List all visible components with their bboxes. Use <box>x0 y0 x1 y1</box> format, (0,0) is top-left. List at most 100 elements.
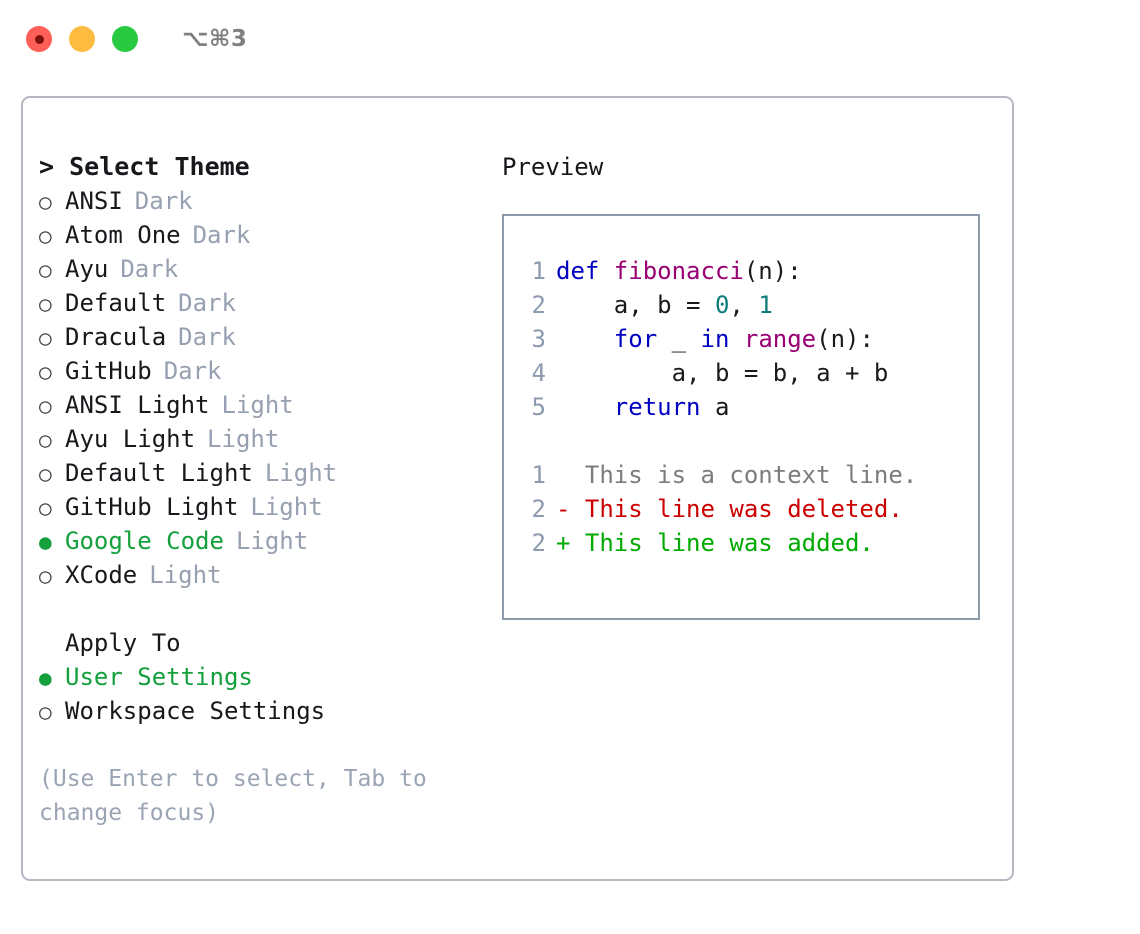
theme-variant-badge: Dark <box>178 289 236 317</box>
preview-title: Preview <box>502 153 604 181</box>
close-button[interactable] <box>26 26 52 52</box>
theme-row[interactable]: ○ Ayu Light Light <box>39 422 469 456</box>
code-token-kw: return <box>613 393 701 421</box>
radio-unselected-icon[interactable]: ○ <box>39 326 52 350</box>
radio-unselected-icon[interactable]: ○ <box>39 394 52 418</box>
diff-text-add: + This line was added. <box>556 529 874 557</box>
diff-text-del: - This line was deleted. <box>556 495 903 523</box>
radio-unselected-icon[interactable]: ○ <box>39 292 52 316</box>
theme-variant-badge: Dark <box>120 255 179 283</box>
close-dot-icon <box>34 34 44 44</box>
theme-name-label: Default <box>65 289 167 317</box>
radio-unselected-icon[interactable]: ○ <box>39 564 52 588</box>
theme-variant-badge: Light <box>250 493 323 521</box>
theme-variant-badge: Light <box>149 561 222 589</box>
radio-unselected-icon[interactable]: ○ <box>39 428 52 452</box>
theme-row[interactable]: ○ ANSI Dark <box>39 184 469 218</box>
code-token-num: 0 <box>714 291 730 319</box>
radio-unselected-icon[interactable]: ○ <box>39 224 52 248</box>
theme-name-label: ANSI <box>65 187 123 215</box>
theme-row[interactable]: ○ Dracula Dark <box>39 320 469 354</box>
apply-to-label: Workspace Settings <box>65 697 326 725</box>
apply-to-list[interactable]: ●User Settings ○ Workspace Settings <box>39 660 469 728</box>
diff-text-ctx: This is a context line. <box>556 461 918 489</box>
theme-row[interactable]: ○ Atom One Dark <box>39 218 469 252</box>
theme-row[interactable]: ○ ANSI Light Light <box>39 388 469 422</box>
theme-variant-badge: Light <box>235 527 309 555</box>
theme-name-label: Ayu Light <box>65 425 196 453</box>
code-text: a, b = 0, 1 <box>556 288 773 322</box>
zoom-button[interactable] <box>112 26 138 52</box>
radio-unselected-icon[interactable]: ○ <box>39 360 52 384</box>
line-number: 3 <box>531 325 546 353</box>
line-number: 4 <box>531 359 546 387</box>
code-token-num: 1 <box>758 291 773 319</box>
radio-unselected-icon[interactable]: ○ <box>39 496 52 520</box>
theme-name-label: ANSI Light <box>65 391 210 419</box>
code-token-pl: a, b = <box>556 291 715 319</box>
diff-line: 2 - This line was deleted. <box>504 492 978 526</box>
diff-sample: 1 This is a context line. 2 - This line wa… <box>504 458 978 560</box>
theme-name-label: Google Code <box>65 527 224 555</box>
title-bar: ⌥⌘3 <box>0 0 1140 78</box>
radio-unselected-icon[interactable]: ○ <box>39 190 52 214</box>
code-text: def fibonacci(n): <box>556 254 802 288</box>
diff-line: 2 + This line was added. <box>504 526 978 560</box>
theme-variant-badge: Dark <box>178 323 236 351</box>
apply-to-row[interactable]: ○ Workspace Settings <box>39 694 469 728</box>
line-number: 2 <box>531 495 546 523</box>
code-token-kw: in <box>700 325 730 353</box>
theme-name-label: Default Light <box>65 459 253 487</box>
theme-variant-badge: Dark <box>134 187 193 215</box>
theme-variant-badge: Light <box>221 391 294 419</box>
radio-unselected-icon[interactable]: ○ <box>39 700 52 724</box>
code-token-kw: def <box>556 257 614 285</box>
theme-name-label: Atom One <box>65 221 181 249</box>
line-number: 2 <box>531 291 546 319</box>
section-spacer <box>39 592 469 626</box>
theme-variant-badge: Light <box>207 425 280 453</box>
line-number: 5 <box>531 393 546 421</box>
line-number: 1 <box>531 461 546 489</box>
apply-to-header: Apply To <box>65 629 181 657</box>
code-token-pl: (n): <box>743 257 802 285</box>
theme-name-label: Dracula <box>65 323 167 351</box>
theme-variant-badge: Dark <box>163 357 222 385</box>
code-token-pl <box>729 325 743 353</box>
code-line: 3 for _ in range(n): <box>504 322 978 356</box>
minimize-button[interactable] <box>69 26 95 52</box>
apply-to-row[interactable]: ●User Settings <box>39 660 469 694</box>
theme-row[interactable]: ○ GitHub Dark <box>39 354 469 388</box>
code-line: 5 return a <box>504 390 978 424</box>
code-line: 2 a, b = 0, 1 <box>504 288 978 322</box>
traffic-lights <box>26 26 138 52</box>
theme-row[interactable]: ● Google Code Light <box>39 524 469 558</box>
radio-unselected-icon[interactable]: ○ <box>39 258 52 282</box>
code-token-pl <box>556 325 614 353</box>
code-token-kw: for <box>613 325 658 353</box>
select-theme-header: > Select Theme <box>39 152 250 181</box>
radio-selected-icon[interactable]: ● <box>39 666 52 690</box>
theme-variant-badge: Dark <box>192 221 251 249</box>
radio-unselected-icon[interactable]: ○ <box>39 462 52 486</box>
radio-selected-icon[interactable]: ● <box>39 530 52 554</box>
theme-row[interactable]: ○ Default Dark <box>39 286 469 320</box>
diff-line: 1 This is a context line. <box>504 458 978 492</box>
line-number: 2 <box>531 529 546 557</box>
code-token-pl: a, b = b, a + b <box>556 359 889 387</box>
theme-name-label: GitHub <box>65 357 152 385</box>
code-text: a, b = b, a + b <box>556 356 889 390</box>
code-token-pl <box>556 393 614 421</box>
keyboard-shortcut-label: ⌥⌘3 <box>182 26 248 52</box>
code-token-fn: fibonacci <box>613 257 744 285</box>
